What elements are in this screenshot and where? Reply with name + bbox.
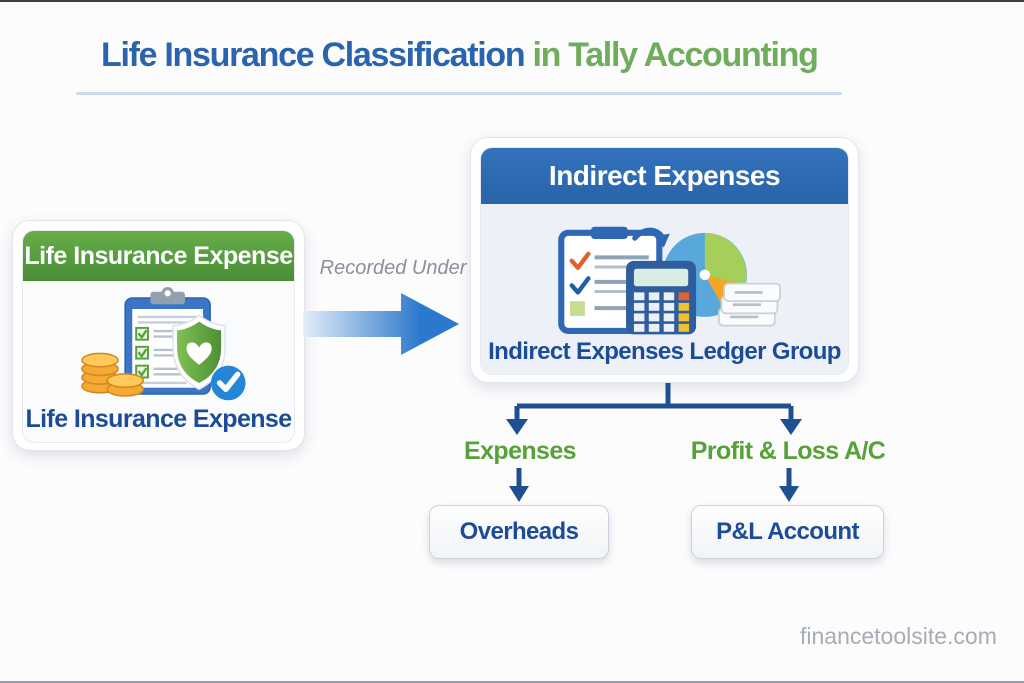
result-box-pl-account-label: P&L Account — [716, 518, 859, 545]
down-arrow-icon — [779, 468, 799, 502]
life-insurance-illustration — [80, 287, 246, 401]
calculator-icon — [625, 260, 696, 335]
life-insurance-expense-card: Life Insurance Expense — [12, 220, 305, 451]
indirect-expenses-card-inner: Indirect Expenses — [480, 147, 849, 375]
checklist-icon — [557, 226, 670, 334]
shield-heart-icon — [171, 314, 226, 391]
right-arrow-icon — [303, 293, 459, 355]
source-card-header: Life Insurance Expense — [23, 231, 294, 281]
connector-lines — [506, 383, 802, 435]
result-box-overheads: Overheads — [429, 505, 609, 559]
page-title-main: Life Insurance Classification — [101, 36, 526, 74]
branch-label-profit-loss: Profit & Loss A/C — [690, 437, 886, 465]
page-title: Life Insurance Classification in Tally A… — [101, 36, 819, 75]
verified-check-icon — [210, 365, 246, 401]
target-card-header: Indirect Expenses — [481, 148, 848, 204]
result-box-overheads-label: Overheads — [459, 518, 579, 545]
page-title-accent: in Tally Accounting — [532, 36, 818, 74]
coins-icon — [80, 352, 144, 397]
result-box-pl-account: P&L Account — [691, 505, 884, 559]
source-card-caption: Life Insurance Expense — [25, 405, 292, 433]
branch-label-expenses: Expenses — [464, 437, 577, 465]
target-card-caption: Indirect Expenses Ledger Group — [488, 338, 841, 365]
target-card-body: Indirect Expenses Ledger Group — [481, 204, 848, 374]
top-border — [0, 0, 1024, 2]
indirect-expenses-card: Indirect Expenses — [470, 137, 859, 383]
ledger-illustration — [557, 226, 781, 335]
watermark: financetoolsite.com — [800, 623, 997, 649]
life-insurance-expense-card-inner: Life Insurance Expense — [22, 230, 295, 443]
bottom-border — [0, 681, 1024, 683]
title-underline — [76, 92, 842, 95]
ledger-books-icon — [717, 282, 781, 327]
source-card-body: Life Insurance Expense — [23, 281, 294, 442]
arrow-label: Recorded Under — [319, 257, 467, 279]
down-arrow-icon — [509, 468, 529, 502]
